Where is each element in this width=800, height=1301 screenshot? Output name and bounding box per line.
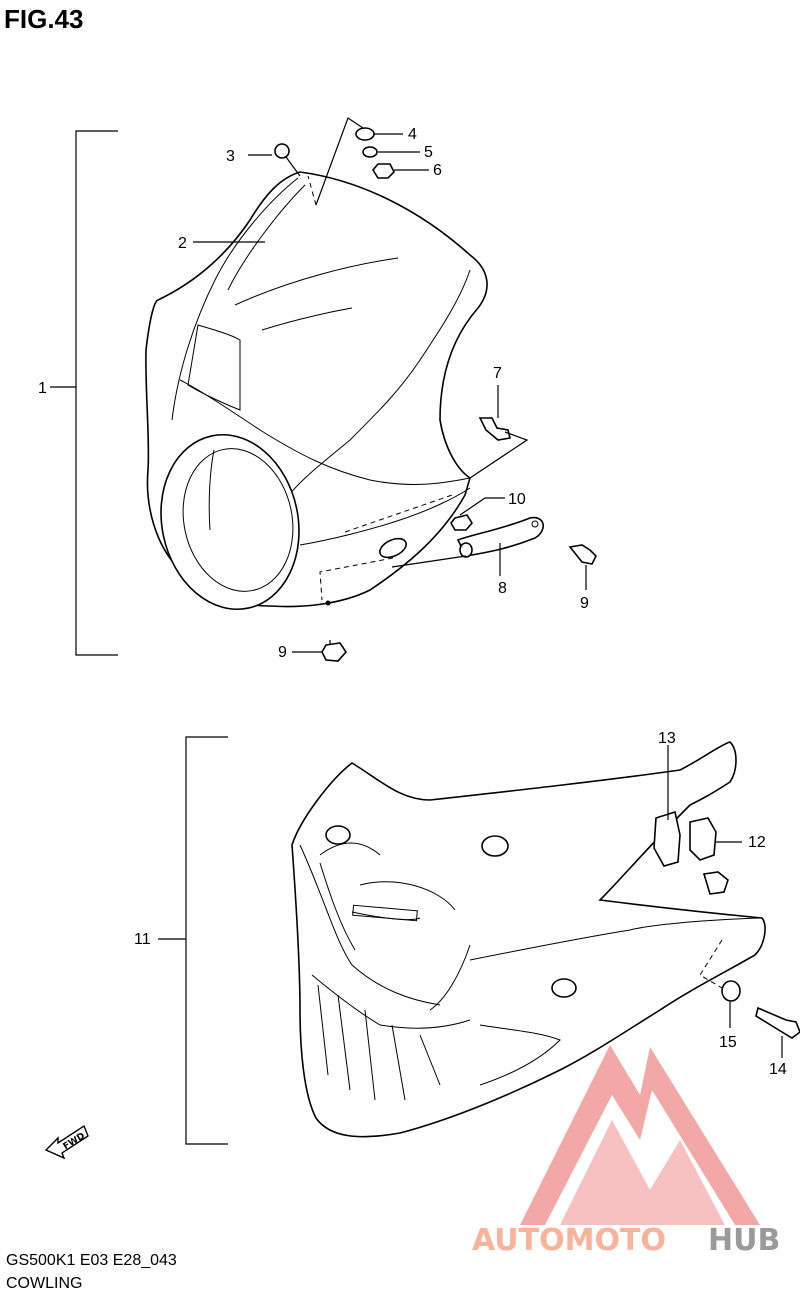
automotohub-logo-icon: [520, 1045, 760, 1225]
washer-nut-stack-4-6: [315, 117, 429, 206]
upper-cowling-assembly: [75, 130, 488, 656]
assembly-bracket-11: [185, 736, 228, 1145]
bolt-part-7: [469, 385, 529, 479]
callout-15: 15: [719, 1034, 737, 1051]
section-name: COWLING: [6, 1275, 83, 1292]
windscreen-edge: [171, 177, 299, 421]
watermark-text-hub: HUB: [708, 1223, 780, 1258]
callout-12: 12: [748, 834, 766, 851]
mount-hole: [379, 537, 407, 559]
figure-title: FIG.43: [4, 4, 84, 34]
callout-8: 8: [498, 580, 507, 597]
headlight-opening: [160, 433, 300, 611]
callout-5: 5: [424, 144, 433, 161]
lower-cowling-assembly: [185, 736, 766, 1145]
washer-part-15: [721, 980, 741, 1028]
bracket-part-13: [653, 745, 681, 867]
callout-1: 1: [38, 380, 47, 397]
callout-9-lower: 9: [278, 644, 287, 661]
callout-14: 14: [769, 1061, 787, 1078]
callout-13: 13: [658, 730, 676, 747]
screw-part-3: [248, 143, 301, 177]
callout-7: 7: [493, 365, 502, 382]
forward-direction-arrow-icon: FWD: [44, 1124, 89, 1160]
callout-6: 6: [433, 162, 442, 179]
callout-9-right: 9: [580, 595, 589, 612]
callout-4: 4: [408, 126, 417, 143]
watermark-text-automoto: AUTOMOTO: [472, 1223, 666, 1258]
model-code: GS500K1 E03 E28_043: [6, 1252, 177, 1269]
lower-cowling-body: [291, 741, 766, 1138]
bolt-part-9-lower: [292, 640, 348, 662]
clamp-part-12: [689, 817, 742, 895]
bolt-part-9-right: [568, 544, 597, 590]
callout-11: 11: [134, 931, 151, 948]
nut-part-10: [450, 497, 505, 531]
assembly-bracket-1: [75, 130, 118, 656]
callout-3: 3: [226, 148, 235, 165]
callout-10: 10: [508, 491, 526, 508]
bracket-part-8: [391, 516, 544, 576]
callout-2: 2: [178, 235, 187, 252]
bolt-part-14: [755, 1006, 800, 1058]
